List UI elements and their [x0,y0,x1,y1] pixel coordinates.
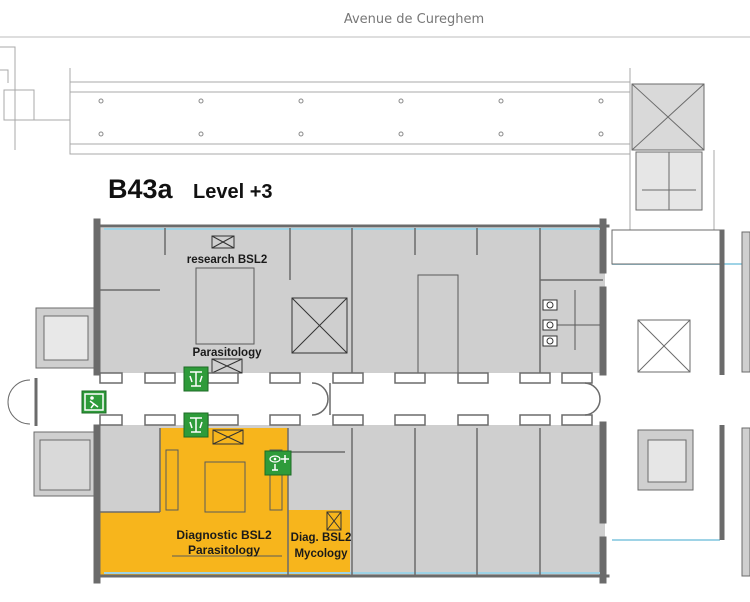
emergency-exit-icon [81,390,107,414]
eyewash-icon [264,450,292,476]
elevator-shaft [291,297,348,354]
street-name: Avenue de Cureghem [344,12,484,27]
room-label-diagnostic-bsl2: Diagnostic BSL2 [176,528,272,542]
room-label-diagnostic-parasitology: Parasitology [188,543,260,557]
furniture [165,267,600,557]
room-label-diag-bsl2: Diag. BSL2 [291,532,352,544]
level-label: Level +3 [193,181,273,203]
left-stair [7,307,97,497]
room-diag-mycology-fill [288,510,350,575]
walls [93,218,610,584]
room-label-research-bsl2: research BSL2 [187,254,268,266]
safety-shower-icon [183,366,209,392]
right-core [611,229,750,577]
upper-stair-tower [631,83,705,211]
room-label-mycology: Mycology [294,548,348,560]
room-label-parasitology: Parasitology [192,347,262,359]
neighbouring-structure [0,46,715,230]
building-code: B43a [108,174,174,204]
corridor-doors [99,372,601,426]
column-markers [98,98,604,137]
fume-hoods [211,235,342,531]
toilet-icon [542,299,558,347]
safety-shower-icon [183,412,209,438]
